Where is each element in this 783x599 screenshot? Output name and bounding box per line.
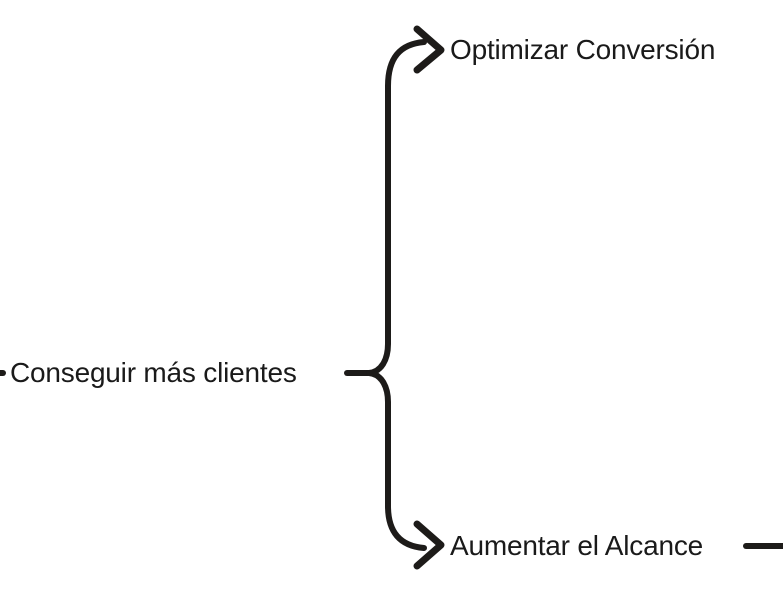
branch-connector-bottom [385, 503, 427, 551]
branch-fork-lower [366, 370, 391, 509]
branch-fork-upper [366, 83, 391, 376]
root-node-label: Conseguir más clientes [10, 357, 297, 388]
arrowhead-bottom-icon [413, 520, 445, 570]
arrowhead-top-icon [413, 25, 445, 74]
branch-node-label-bottom: Aumentar el Alcance [450, 530, 704, 561]
branch-node-label-top: Optimizar Conversión [450, 34, 716, 65]
branch-connector-top [385, 39, 427, 89]
